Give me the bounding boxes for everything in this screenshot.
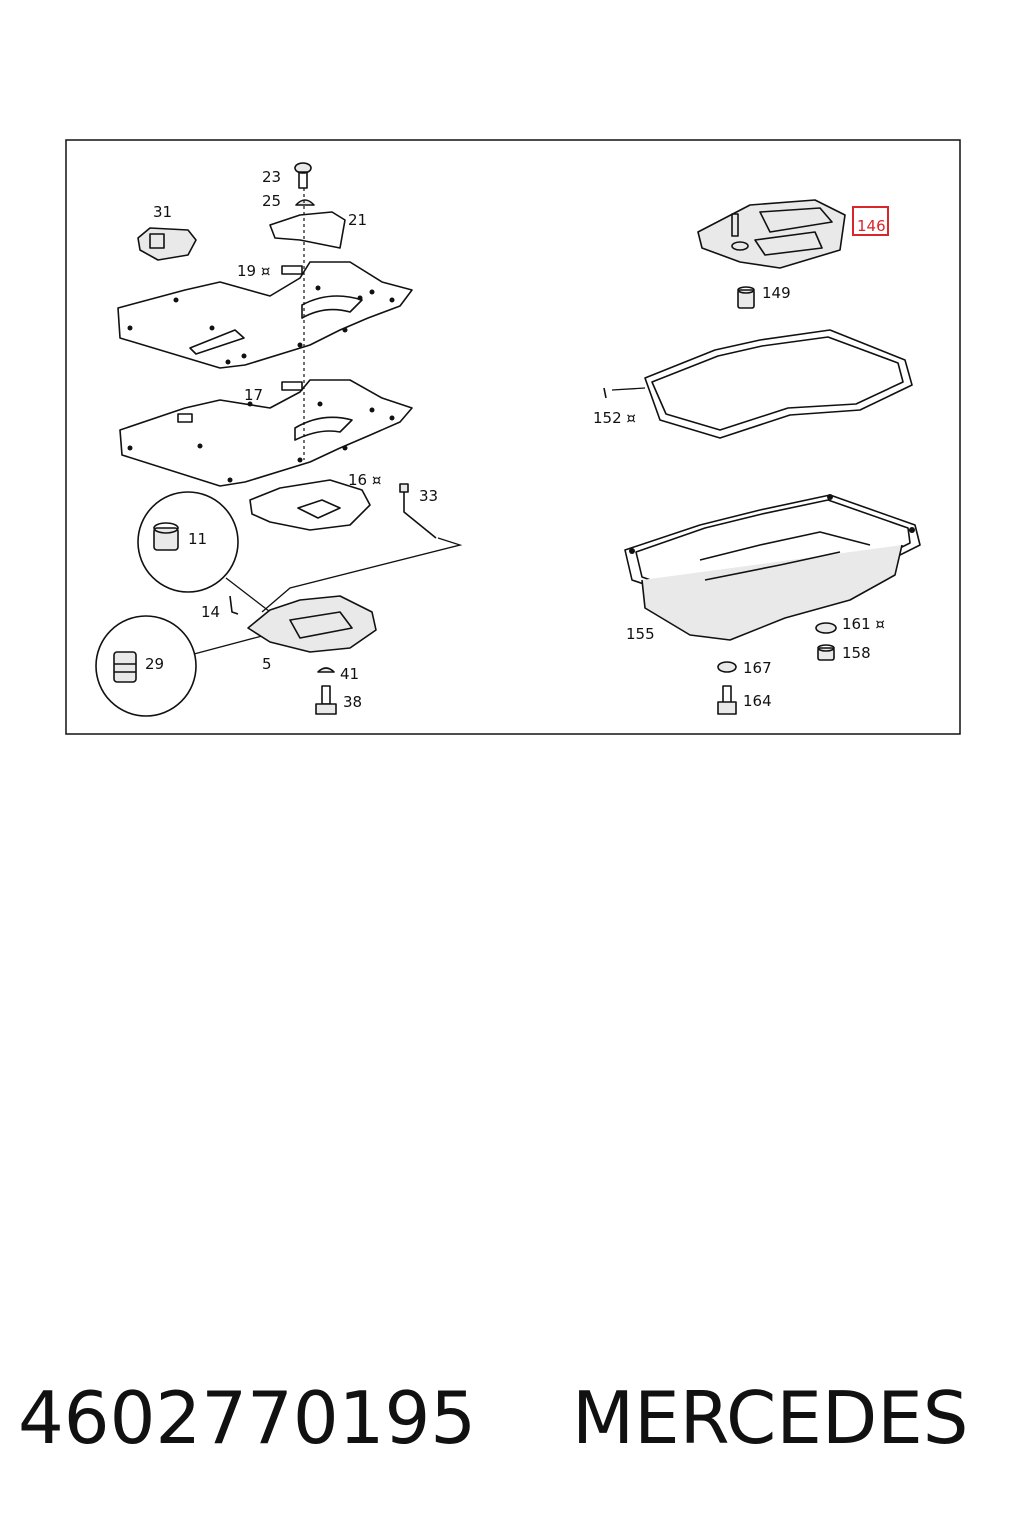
highlight-box-146 [852,206,889,236]
tube-33 [403,488,437,539]
tube-33-leader [261,537,463,613]
part-11 [153,522,179,551]
plate-17-holes [127,401,395,483]
oil-pan-155 [624,494,921,641]
detail-circle-11 [137,491,239,593]
filter-146 [697,199,846,269]
washer-167 [717,661,737,673]
callout-5: 5 [262,655,272,673]
plate-19-holes [127,285,395,365]
callout-11: 11 [188,530,207,548]
valve-plate-19 [117,261,413,369]
filter-29 [113,651,137,683]
diagram-frame [65,139,961,735]
callout-146: 146 [857,217,886,235]
callout-41: 41 [340,665,359,683]
callout-164: 164 [743,692,772,710]
callout-38: 38 [343,693,362,711]
valve-body-5 [247,595,377,653]
bolt-38 [315,685,337,715]
plug-158 [817,644,835,661]
callout-152: 152 ¤ [593,409,636,427]
screw-23 [294,162,312,189]
callout-31: 31 [153,203,172,221]
callout-29: 29 [145,655,164,673]
bolt-164 [717,685,737,715]
callout-14: 14 [201,603,220,621]
clip-41 [317,667,335,673]
callout-21: 21 [348,211,367,229]
callout-23: 23 [262,168,281,186]
valve-plate-17 [119,379,413,487]
detail-circle-29 [95,615,197,717]
washer-161 [815,622,837,634]
plate-21 [269,211,346,249]
brand-name: MERCEDES [572,1376,969,1460]
callout-19: 19 ¤ [237,262,270,280]
clip-25 [295,199,315,206]
pin-14 [229,595,239,615]
part-number: 4602770195 [18,1376,477,1460]
callout-33: 33 [419,487,438,505]
callout-16: 16 ¤ [348,471,381,489]
exploded-parts-diagram: 23 25 21 31 19 ¤ 17 16 ¤ 33 11 14 29 5 4… [65,139,961,735]
callout-149: 149 [762,284,791,302]
callout-17: 17 [244,386,263,404]
gasket-152 [603,329,913,439]
callout-161: 161 ¤ [842,615,885,633]
callout-155: 155 [626,625,655,643]
plug-149 [737,286,755,309]
callout-158: 158 [842,644,871,662]
gasket-16 [249,479,371,531]
callout-167: 167 [743,659,772,677]
sensor-31 [137,227,197,261]
callout-25: 25 [262,192,281,210]
